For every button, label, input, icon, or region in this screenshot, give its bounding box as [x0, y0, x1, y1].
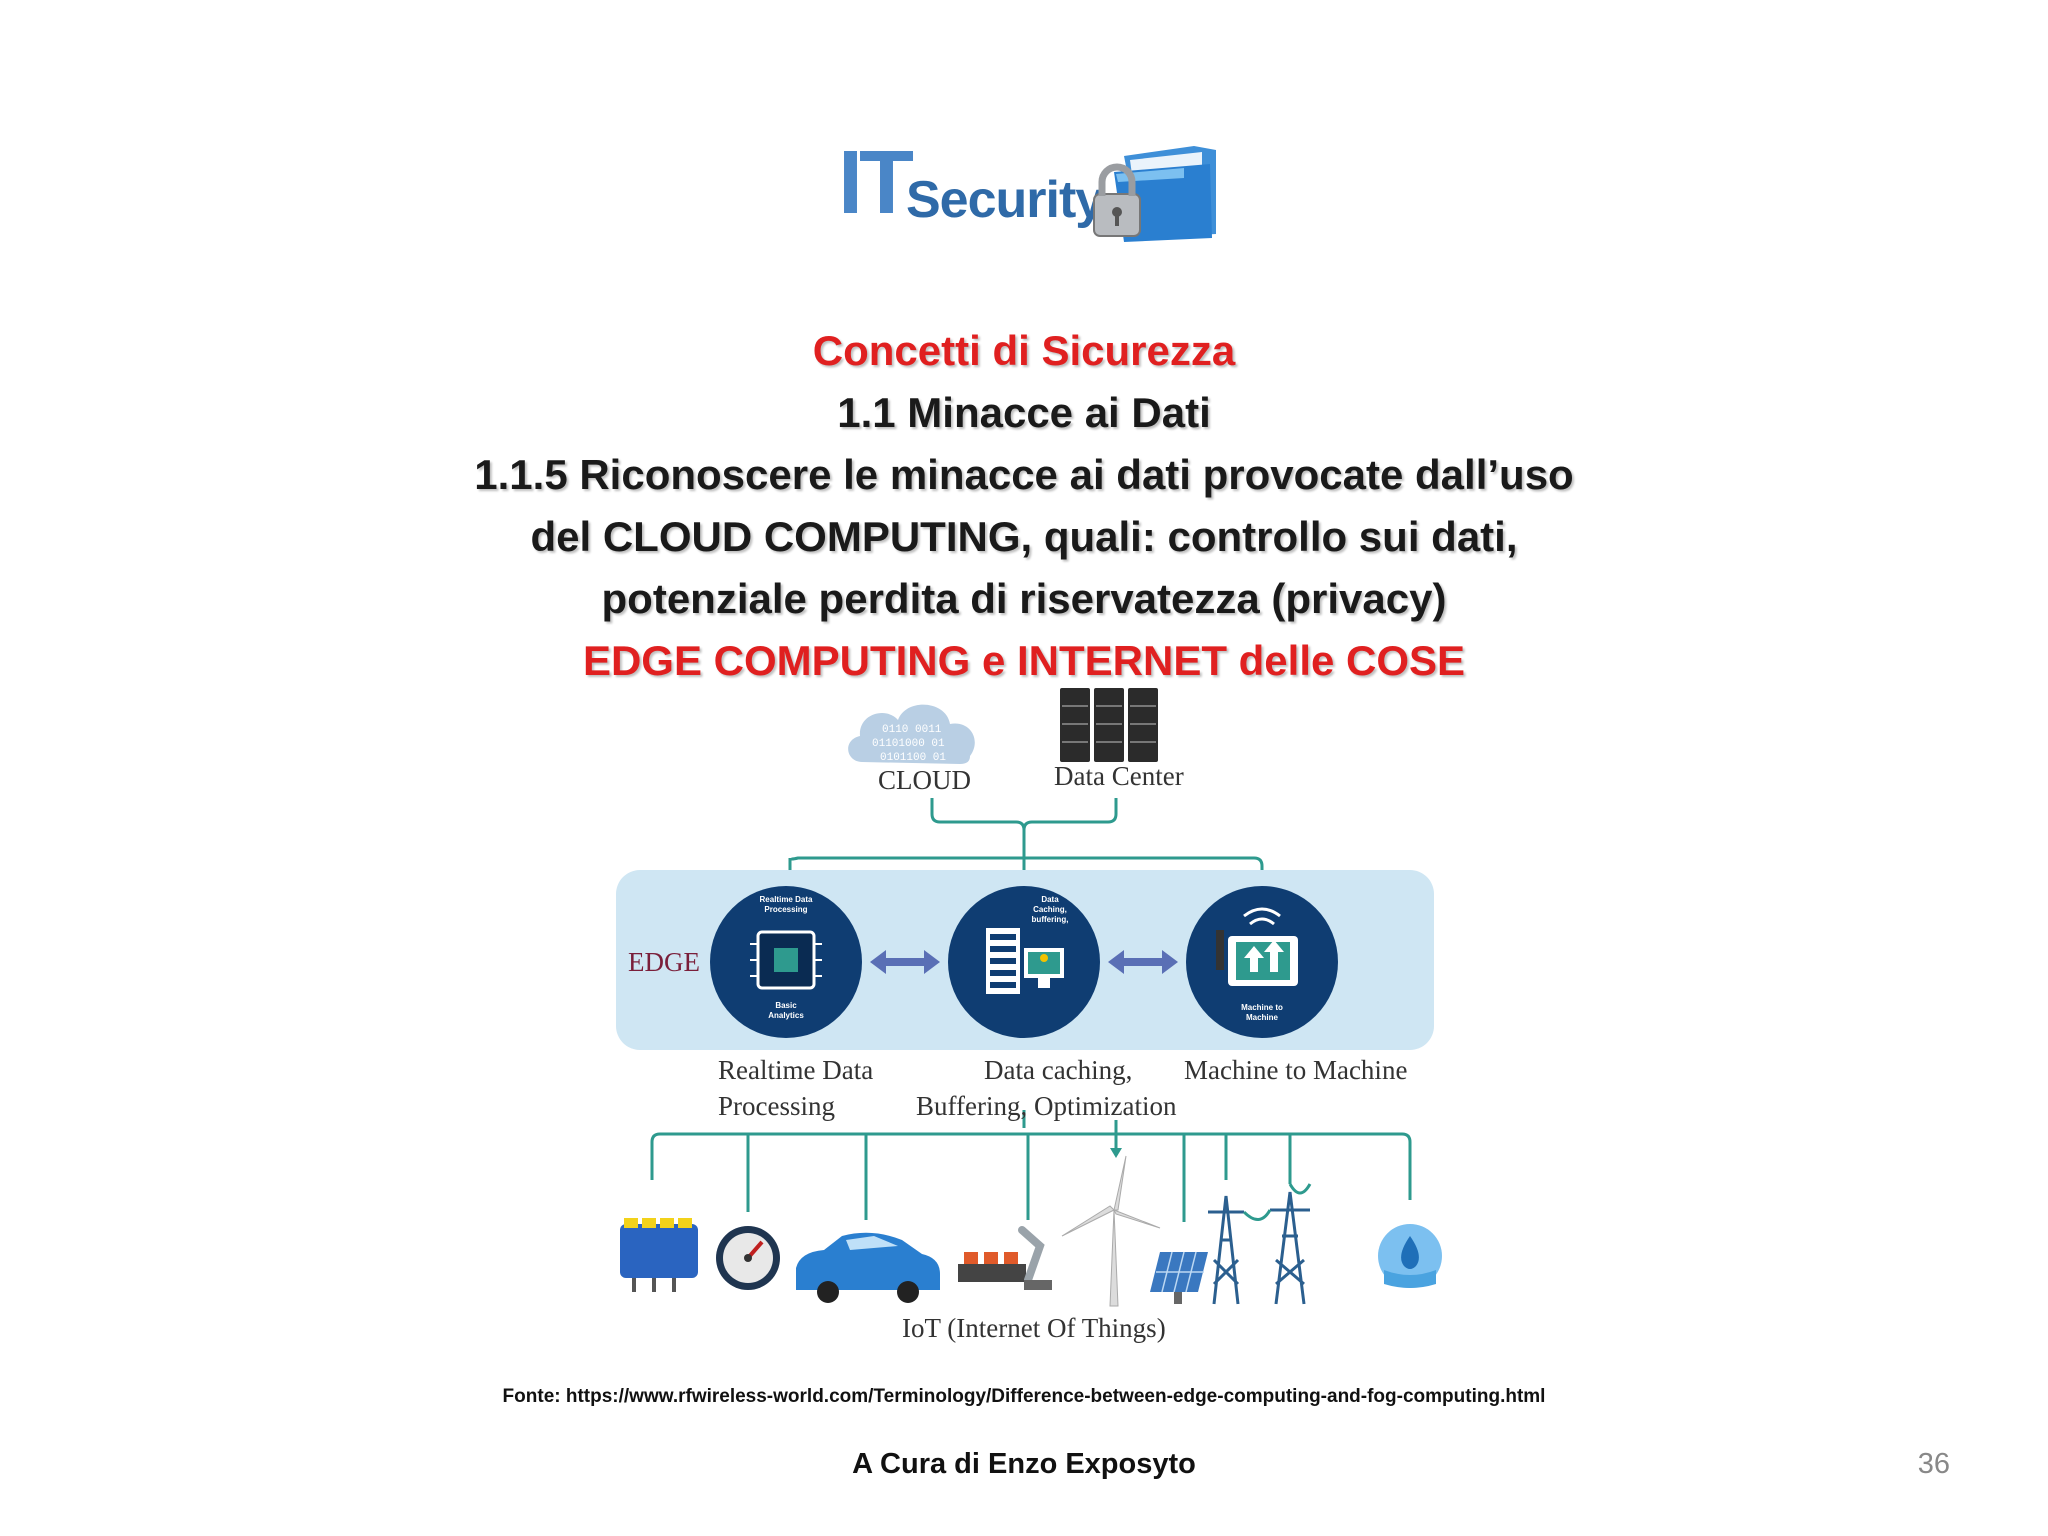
page-number: 36 — [1917, 1448, 1950, 1480]
footer-author: A Cura di Enzo Exposyto — [852, 1448, 1196, 1480]
cloud-edge-connectors — [788, 798, 1264, 890]
diagram-graphics: 0110 0011 01101000 01 0101100 01 — [616, 688, 1442, 1307]
edge-node-2: Data Caching, buffering, — [948, 886, 1100, 1038]
node-2-label-line-2: Buffering, Optimization — [916, 1091, 1177, 1121]
car-icon — [796, 1232, 940, 1303]
node-1-label-line-1: Realtime Data — [718, 1055, 874, 1085]
edge-iot-diagram: 0110 0011 01101000 01 0101100 01 — [610, 680, 1460, 1355]
power-tower-icon-2 — [1242, 1191, 1310, 1305]
robot-arm-icon — [958, 1226, 1052, 1290]
svg-text:01101000 01: 01101000 01 — [872, 738, 945, 750]
node-2-label-line-1: Data caching, — [984, 1055, 1133, 1085]
svg-text:Analytics: Analytics — [768, 1011, 804, 1020]
svg-text:buffering,: buffering, — [1032, 915, 1069, 924]
node-1-label-line-2: Processing — [718, 1091, 835, 1121]
wind-turbine-icon — [1061, 1155, 1161, 1307]
subsection-title: 1.1 Minacce ai Dati — [837, 389, 1211, 436]
highlight-title: EDGE COMPUTING e INTERNET delle COSE — [582, 637, 1466, 684]
svg-text:Machine: Machine — [1246, 1013, 1279, 1022]
edge-node-3: Machine to Machine — [1186, 886, 1338, 1038]
source-citation: Fonte: https://www.rfwireless-world.com/… — [502, 1386, 1546, 1407]
topic-line-3: potenziale perdita di riservatezza (priv… — [601, 575, 1447, 622]
iot-connectors — [650, 1110, 1412, 1222]
logo-it-text: IT — [838, 133, 914, 233]
svg-text:Realtime Data: Realtime Data — [760, 895, 813, 904]
data-center-icon — [1060, 688, 1158, 762]
water-drop-icon — [1378, 1224, 1442, 1288]
node-3-label-line-1: Machine to Machine — [1184, 1055, 1408, 1085]
svg-text:Processing: Processing — [764, 905, 807, 914]
edge-label: EDGE — [628, 947, 700, 977]
data-center-label: Data Center — [1054, 761, 1184, 791]
it-security-logo: IT Security — [838, 138, 1228, 250]
folder-lock-icon — [1093, 146, 1216, 242]
svg-text:Basic: Basic — [775, 1001, 797, 1010]
iot-label: IoT (Internet Of Things) — [902, 1313, 1166, 1343]
svg-text:Machine to: Machine to — [1241, 1003, 1283, 1012]
svg-text:0110 0011: 0110 0011 — [882, 724, 942, 736]
battery-icon — [620, 1218, 698, 1292]
bidirectional-arrow-icons — [870, 950, 1178, 974]
edge-node-1: Realtime Data Processing Basic Analytics — [710, 886, 862, 1038]
gauge-icon — [716, 1226, 780, 1290]
topic-line-2: del CLOUD COMPUTING, quali: controllo su… — [530, 513, 1518, 560]
section-title: Concetti di Sicurezza — [812, 327, 1236, 374]
solar-panel-icon — [1150, 1251, 1208, 1304]
cloud-label: CLOUD — [878, 765, 971, 795]
power-tower-icon — [1208, 1195, 1244, 1305]
svg-text:Data: Data — [1041, 895, 1059, 904]
svg-text:Caching,: Caching, — [1033, 905, 1067, 914]
logo-security-text: Security — [906, 171, 1104, 229]
topic-line-1: 1.1.5 Riconoscere le minacce ai dati pro… — [474, 451, 1574, 498]
svg-text:0101100 01: 0101100 01 — [880, 752, 946, 764]
cloud-icon: 0110 0011 01101000 01 0101100 01 — [848, 704, 975, 764]
